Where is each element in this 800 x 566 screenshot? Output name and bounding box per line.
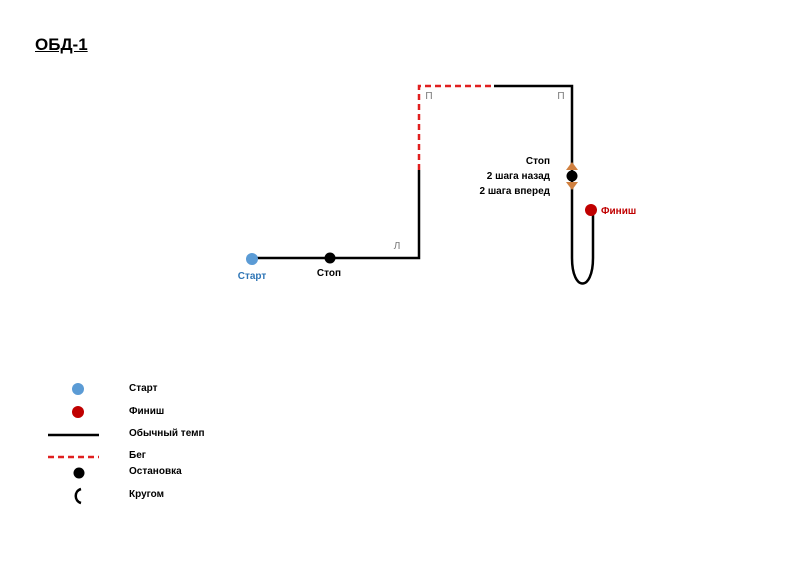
legend-start-label: Старт [129,383,158,394]
stop-label-2: Стоп [526,156,550,167]
route-normal-segment-1 [252,170,421,260]
legend-normal-label: Обычный темп [129,427,205,439]
legend-stop-icon [73,467,85,479]
stop-label-1: Стоп [317,268,341,279]
route-u-turn [570,210,595,285]
legend-circle-label: Кругом [129,489,164,500]
stop-point-1 [324,252,336,264]
legend-start-icon [72,383,84,395]
page-title: ОБД-1 [35,35,88,54]
legend-circle-turn-icon [74,487,82,505]
finish-label: Финиш [601,206,636,217]
route-normal-segment-2 [494,84,574,258]
stop-point-2 [566,170,578,182]
legend-finish-label: Финиш [129,406,164,417]
legend-stop-label: Остановка [129,466,182,477]
legend-finish-icon [72,406,84,418]
turn-left-label: Л [394,241,401,252]
arrow-up-icon [566,162,578,170]
legend: Старт Финиш Обычный темп Бег Остановка К… [48,383,205,505]
start-label: Старт [238,271,267,282]
steps-forward-label: 2 шага вперед [479,186,550,197]
start-point [246,253,258,265]
finish-point [585,204,597,216]
route-run-segment [417,84,494,170]
turn-right-label-1: П [425,91,432,102]
arrow-down-icon [566,182,578,190]
legend-run-label: Бег [129,450,146,461]
turn-right-label-2: П [557,91,564,102]
steps-back-label: 2 шага назад [487,171,551,182]
